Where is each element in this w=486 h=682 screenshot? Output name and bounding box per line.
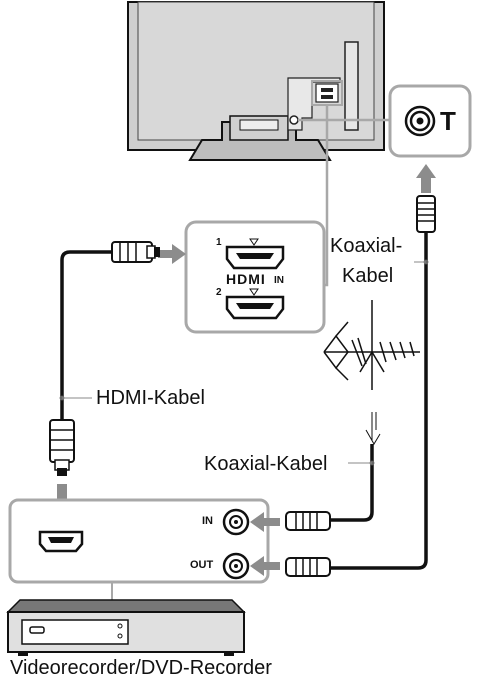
coax-plug-in: [285, 511, 331, 531]
coax-cable-top-label-line2: Kabel: [342, 265, 394, 287]
antenna-down-arrow: [365, 412, 381, 445]
coax-cable-top: [330, 195, 436, 570]
coax-plug-out: [285, 557, 331, 577]
antenna-symbol-icon: Τ: [440, 106, 456, 136]
hdmi-port-2-label: 2: [216, 287, 222, 298]
hdmi-cable-label: HDMI-Kabel: [96, 387, 205, 409]
hdmi-in-inset: [184, 220, 326, 334]
tv-hdmi-ports: [315, 83, 339, 103]
device-label: Videorecorder/DVD-Recorder: [10, 657, 272, 679]
recorder-port-inset: [8, 498, 270, 584]
arrow-into-recorder-in: [250, 512, 280, 532]
antenna-socket-inset: [388, 84, 472, 158]
arrow-into-hdmi-inset: [158, 244, 186, 264]
roof-antenna: [323, 300, 420, 390]
recorder-out-label: OUT: [190, 559, 214, 571]
hdmi-logo: HDMI: [226, 271, 266, 287]
video-recorder: [6, 599, 246, 656]
coax-cable-top-label-line1: Koaxial-: [330, 235, 403, 257]
hdmi-in-label: IN: [274, 275, 284, 286]
tv-rear: [127, 1, 385, 161]
tv-antenna-port: [289, 115, 299, 125]
coax-cable-middle-label: Koaxial-Kabel: [204, 453, 328, 475]
arrow-into-recorder-out: [250, 556, 280, 576]
hdmi-port-1-label: 1: [216, 237, 222, 248]
coax-cable-middle: [330, 444, 375, 522]
recorder-in-label: IN: [202, 515, 213, 527]
arrow-into-antenna-socket: [416, 164, 436, 193]
hdmi-cable: [49, 241, 160, 476]
